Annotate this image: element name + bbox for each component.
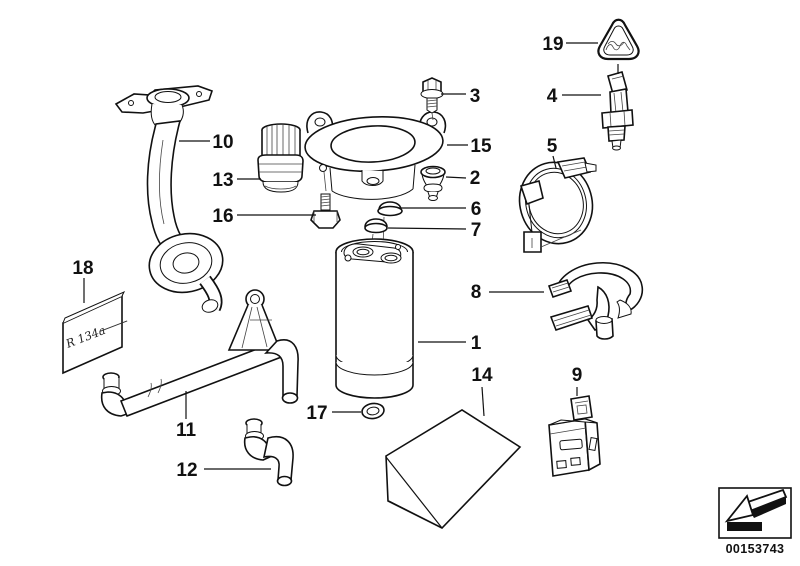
footer: 00153743 [718,487,792,556]
part-10-suction-pipe [114,85,224,313]
part-17-o-ring [361,402,385,420]
warning-triangle-icon [597,18,640,61]
callout-17[interactable]: 17 [306,403,327,424]
part-8-holding-clamp [547,262,644,340]
part-6-cap [377,201,403,249]
part-19-warning-label [597,18,640,61]
callouts: 1 2 3 4 5 6 7 8 9 10 11 12 13 14 15 16 1… [72,34,582,481]
callout-6[interactable]: 6 [471,199,482,220]
part-1-drier-container [335,238,414,399]
callout-7[interactable]: 7 [471,220,482,241]
callout-9[interactable]: 9 [572,365,583,386]
callout-15[interactable]: 15 [470,136,492,157]
part-7-cap [364,218,388,253]
callout-13[interactable]: 13 [212,170,233,191]
arrow-down-left-icon [724,488,788,531]
part-12-elbow-hose [243,418,294,487]
callout-8[interactable]: 8 [471,282,482,303]
callout-5[interactable]: 5 [547,136,558,157]
callout-18[interactable]: 18 [72,258,93,279]
callout-10[interactable]: 10 [212,132,233,153]
callout-1[interactable]: 1 [471,333,482,354]
callout-12[interactable]: 12 [176,460,197,481]
callout-16[interactable]: 16 [212,206,233,227]
part-14-carton-box [385,409,522,529]
callout-2[interactable]: 2 [470,168,481,189]
callout-11[interactable]: 11 [176,420,197,441]
leader-lines [83,42,601,470]
part-11-pressure-pipe [100,289,299,418]
callout-3[interactable]: 3 [470,86,481,107]
part-13-valve-cap [257,123,304,193]
part-9-relay [548,395,601,477]
part-2-plug [420,165,446,201]
part-4-pressure-switch [601,64,634,151]
part-3-screw [420,77,444,121]
callout-19[interactable]: 19 [542,34,563,55]
callout-14[interactable]: 14 [471,365,493,386]
diagram-number: 00153743 [726,542,785,556]
part-15-holder-bracket [304,111,447,200]
callout-4[interactable]: 4 [547,86,558,107]
part-5-hose-clamp [518,157,597,253]
part-16-bolt [310,193,341,229]
part-18-refrigerant-sticker: R 134a [62,290,128,375]
